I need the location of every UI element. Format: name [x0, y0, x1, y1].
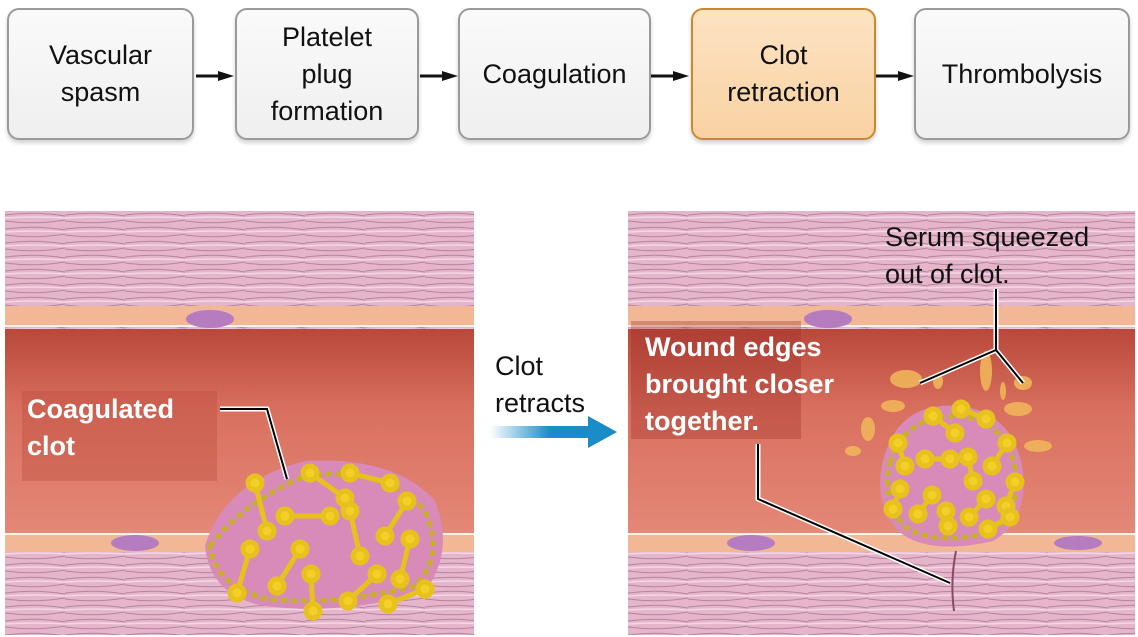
nucleus-icon: [1054, 536, 1102, 550]
flow-arrow-icon: [876, 71, 914, 81]
platelet-icons: [227, 463, 435, 621]
panel-coagulated-clot: Coagulated clot: [5, 211, 474, 635]
wound-line-icon: [951, 550, 957, 612]
nucleus-icon: [111, 535, 159, 551]
serum-droplet-icons: [845, 351, 1052, 456]
wound-edges-label: Wound edges brought closer together.: [645, 332, 835, 436]
panel-clot-retraction: Wound edges brought closer together. Ser…: [628, 211, 1135, 635]
flow-arrow-icon: [651, 71, 689, 81]
vessel-illustration: [628, 211, 1135, 635]
nucleus-icon: [727, 535, 775, 551]
vessel-illustration: [5, 211, 474, 635]
flow-arrow-icon: [196, 71, 234, 81]
coagulated-clot-label: Coagulated clot: [27, 394, 175, 461]
step-thrombolysis: Thrombolysis: [914, 8, 1130, 140]
serum-leader-line: [919, 289, 1025, 386]
step-platelet-plug-formation: Platelet plug formation: [235, 8, 419, 140]
flow-arrow-icon: [420, 71, 458, 81]
nucleus-icon: [186, 310, 234, 328]
step-vascular-spasm: Vascular spasm: [7, 8, 194, 140]
step-clot-retraction: Clot retraction: [691, 8, 876, 140]
platelet-icons: [883, 399, 1025, 539]
nucleus-icon: [804, 310, 852, 328]
transition-arrow-icon: [490, 416, 617, 448]
transition-label: Clot retracts: [495, 351, 586, 418]
serum-squeezed-label: Serum squeezed out of clot.: [885, 222, 1090, 289]
step-coagulation: Coagulation: [458, 8, 651, 140]
